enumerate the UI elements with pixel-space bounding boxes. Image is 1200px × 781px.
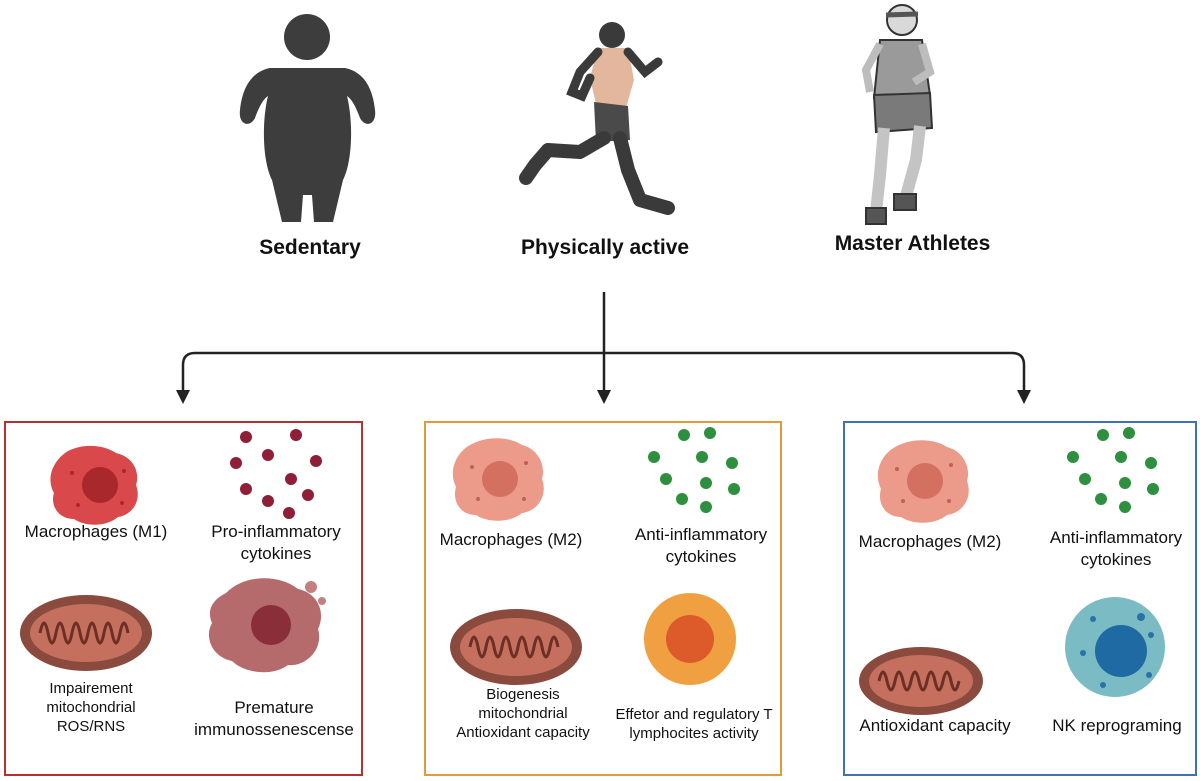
label-line: ROS/RNS: [56, 718, 126, 736]
label-master-athletes: Master Athletes: [834, 232, 991, 255]
panel-master-athletes: Macrophages (M2) Anti-inflammatory cytok…: [843, 421, 1197, 776]
label-macrophages-m1: Macrophages (M1): [24, 522, 168, 541]
label-line: Impairement: [49, 680, 133, 697]
label-antioxidant-capacity: Antioxidant capacity: [859, 716, 1011, 735]
label-line: cytokines: [1080, 549, 1152, 569]
label-pro-inflammatory: Pro-inflammatory cytokines: [186, 521, 366, 565]
label-t-lymphocytes: Effetor and regulatory T lymphocites act…: [604, 705, 784, 743]
label-line: Pro-inflammatory: [211, 522, 341, 541]
t-lymphocyte-icon: [644, 593, 736, 685]
label-nk-reprograming: NK reprograming: [1052, 716, 1182, 735]
label-premature-immunosenescence: Premature immunossenescense: [184, 697, 364, 741]
label-anti-inflammatory: Anti-inflammatory cytokines: [616, 524, 786, 568]
label-anti-inflammatory: Anti-inflammatory cytokines: [1031, 527, 1200, 571]
label-physically-active: Physically active: [520, 236, 690, 259]
label-line: Anti-inflammatory: [1049, 528, 1183, 547]
arrow-heads: [176, 390, 1031, 404]
m1-macrophage-icon: [50, 445, 138, 525]
senescent-cell-icon: [208, 578, 326, 673]
label-macrophages-m2: Macrophages (M2): [858, 532, 1002, 551]
panel-sedentary: Macrophages (M1) Pro-inflammatory cytoki…: [4, 421, 363, 776]
green-cytokine-dots-icon: [1067, 427, 1159, 513]
label-line: Effetor and regulatory T: [615, 706, 773, 723]
label-line: Anti-inflammatory: [634, 525, 768, 544]
master-athlete-icon: [861, 4, 935, 225]
label-impairment-mitochondrial: Impairement mitochondrial ROS/RNS: [6, 679, 176, 737]
label-line: mitochondrial: [46, 699, 136, 717]
panel-physically-active: Macrophages (M2) Anti-inflammatory cytok…: [424, 421, 782, 776]
label-line: lymphocites activity: [629, 725, 759, 743]
obese-person-icon: [239, 14, 376, 222]
label-biogenesis-mitochondrial: Biogenesis mitochondrial Antioxidant cap…: [438, 685, 608, 743]
m2-macrophage-icon: [877, 440, 969, 523]
mitochondrion-icon: [859, 647, 983, 715]
m2-macrophage-icon: [452, 438, 544, 521]
label-line: cytokines: [665, 546, 737, 566]
label-line: immunossenescense: [194, 719, 354, 739]
label-line: mitochondrial: [478, 705, 568, 723]
mitochondrion-icon: [20, 595, 152, 671]
green-cytokine-dots-icon: [648, 427, 740, 513]
label-line: Premature: [234, 698, 314, 717]
nk-cell-icon: [1065, 597, 1165, 697]
red-cytokine-dots-icon: [230, 429, 322, 519]
branch-arrows: [181, 292, 1026, 392]
label-sedentary: Sedentary: [259, 236, 361, 259]
mitochondrion-icon: [450, 609, 582, 685]
label-line: cytokines: [240, 543, 312, 563]
runner-icon: [519, 22, 675, 215]
label-line: Antioxidant capacity: [456, 724, 590, 742]
label-macrophages-m2: Macrophages (M2): [439, 530, 583, 549]
label-line: Biogenesis: [486, 686, 560, 703]
